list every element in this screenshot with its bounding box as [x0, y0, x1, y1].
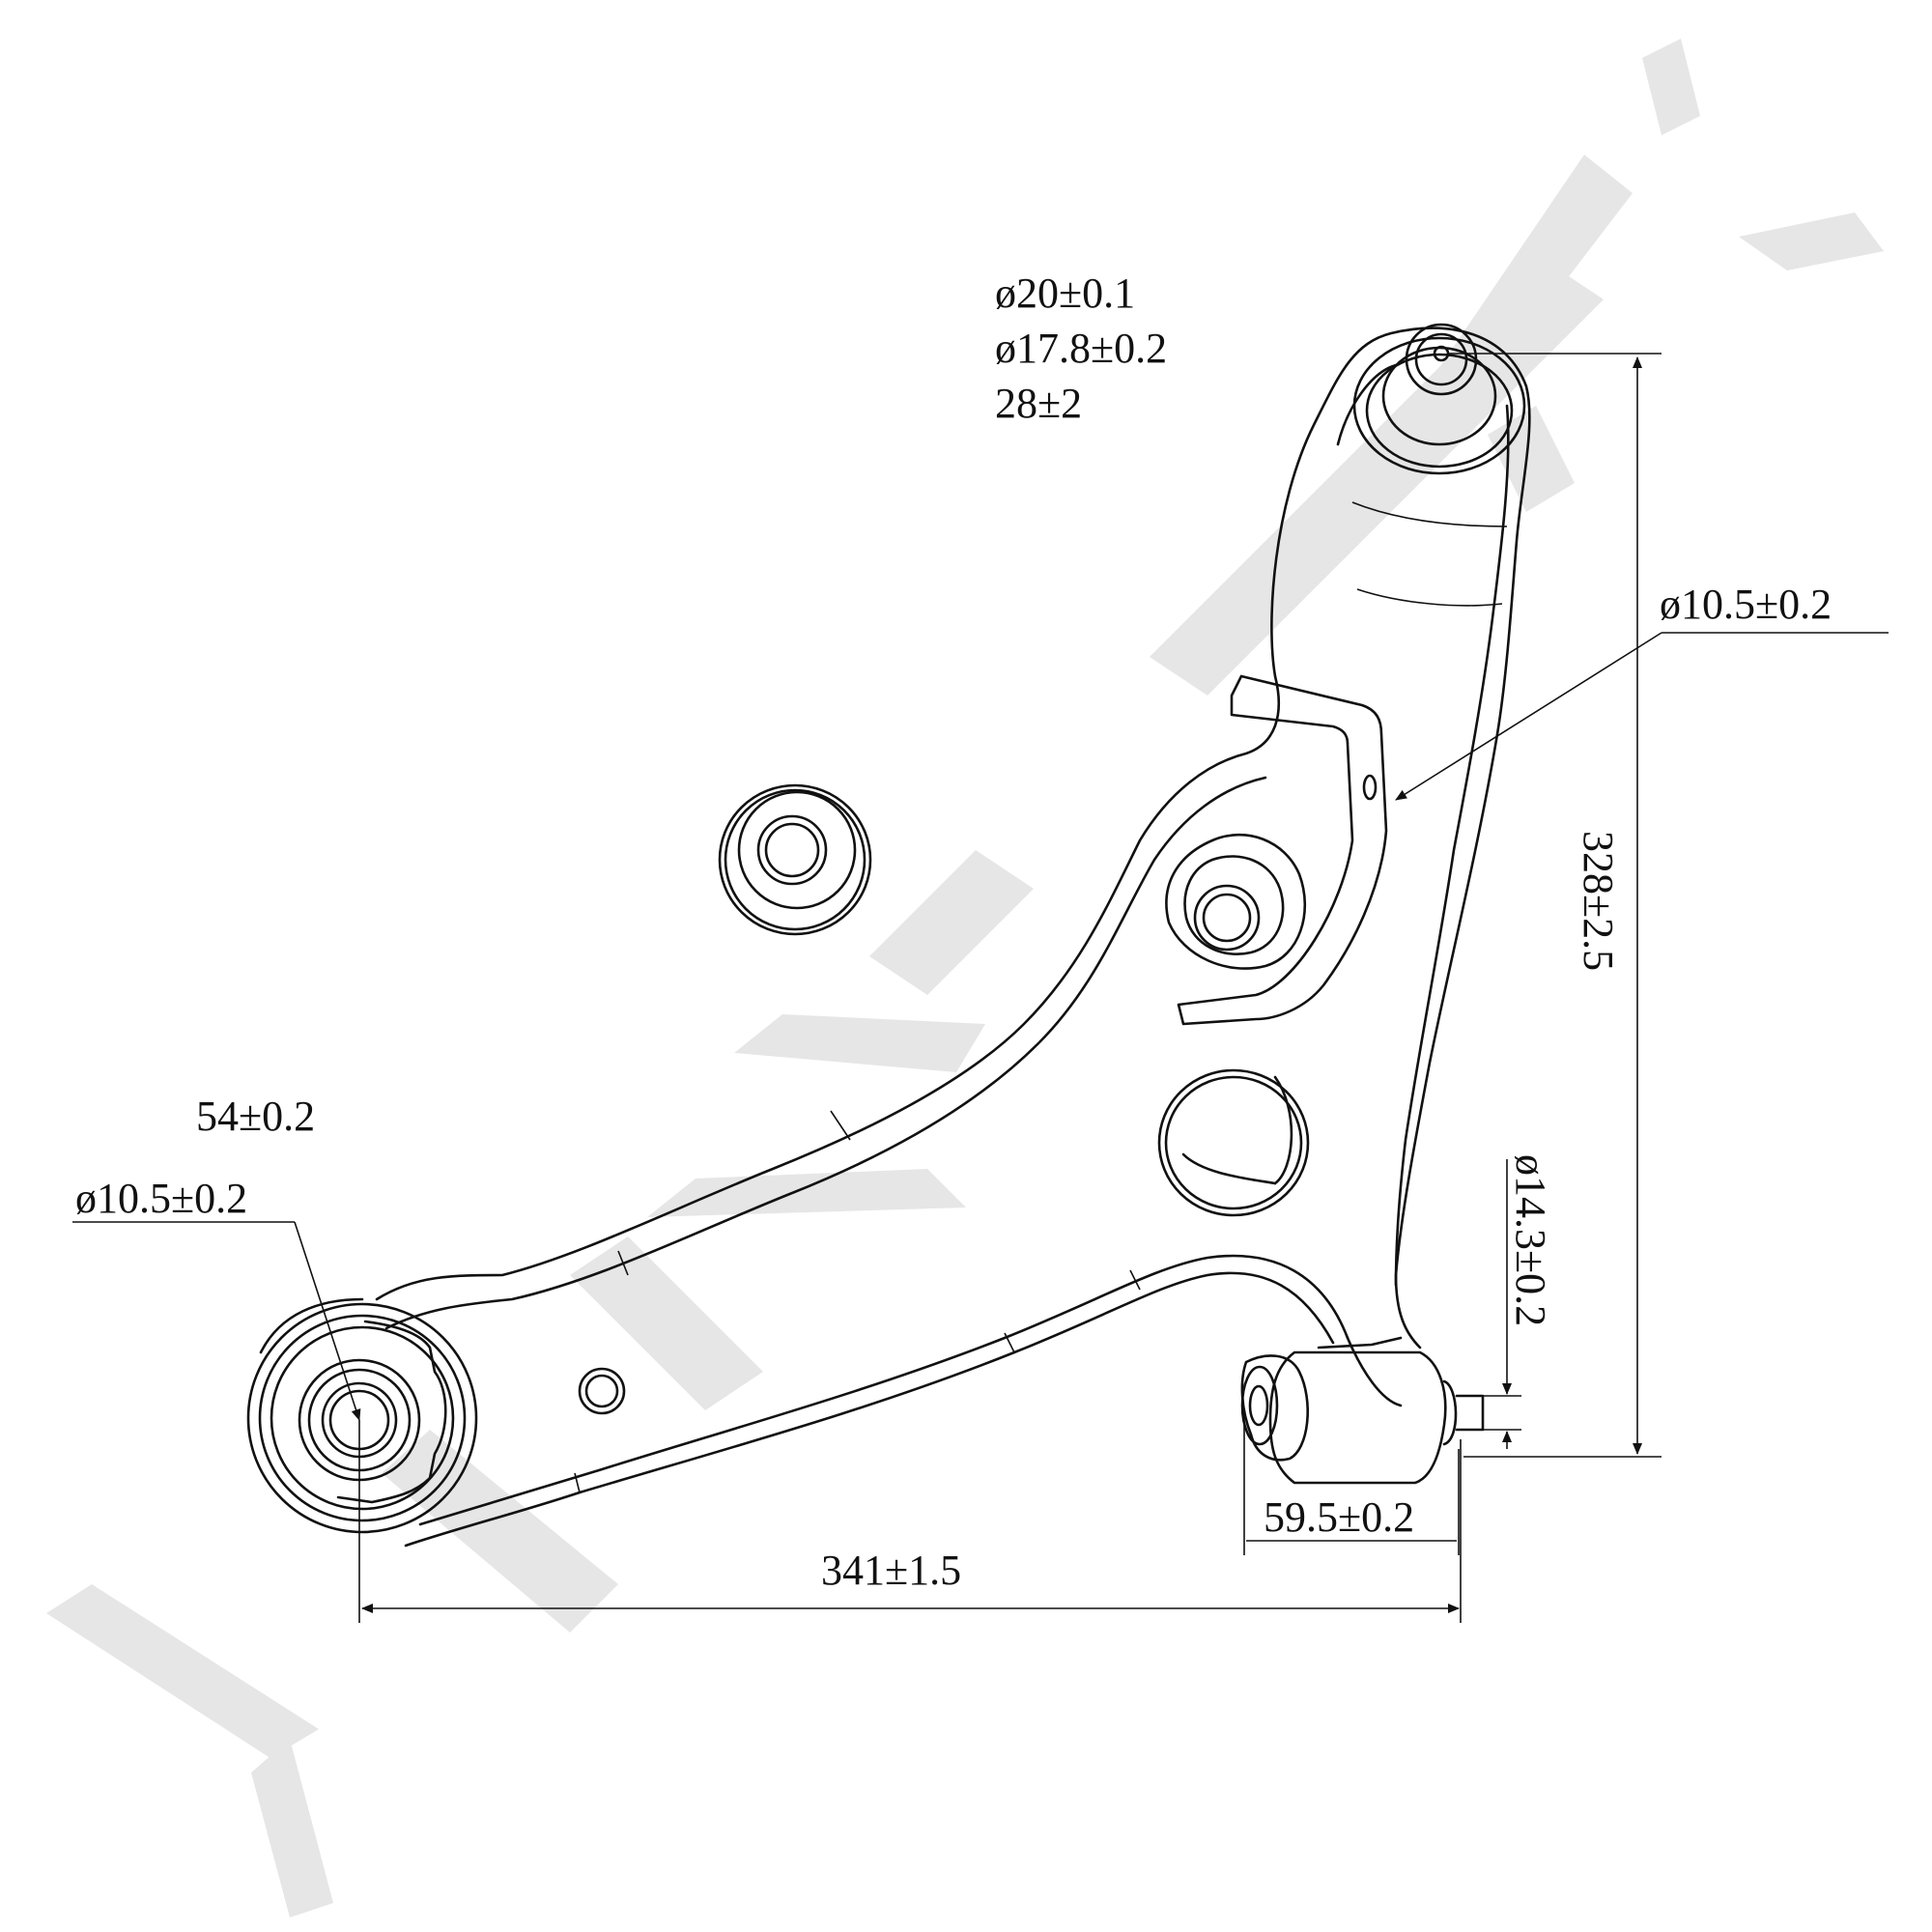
overall-length-label: 341±1.5: [821, 1547, 961, 1594]
front-bushing-width-label: 54±0.2: [196, 1093, 315, 1140]
dimension-lines: [72, 353, 1889, 1623]
bracket: [1177, 674, 1388, 1026]
overall-height-label: 328±2.5: [1575, 831, 1622, 971]
loose-bushing-upper: [718, 783, 872, 936]
ball-joint: [1352, 323, 1526, 475]
center-bushing: [1165, 833, 1307, 970]
front-bushing-hole-label: ø10.5±0.2: [75, 1175, 247, 1222]
ball-stud-length-label: 28±2: [995, 380, 1082, 427]
small-hole-inner: [584, 1374, 619, 1408]
loose-bushing-lower: [1157, 1068, 1310, 1217]
bracket-hole-label: ø10.5±0.2: [1660, 581, 1832, 628]
rear-bushing: [1240, 1336, 1485, 1485]
rear-bushing-hole-label: ø14.3±0.2: [1507, 1154, 1554, 1326]
control-arm-body: [375, 327, 1531, 1548]
ball-stud-minor-diameter-label: ø17.8±0.2: [995, 325, 1167, 372]
rear-bushing-width-label: 59.5±0.2: [1264, 1493, 1414, 1541]
dimension-labels: ø20±0.1 ø17.8±0.2 28±2 ø10.5±0.2 54±0.2 …: [75, 270, 1832, 1594]
watermark: [46, 39, 1884, 1918]
ball-stud-diameter-label: ø20±0.1: [995, 270, 1135, 317]
small-hole: [578, 1367, 626, 1415]
